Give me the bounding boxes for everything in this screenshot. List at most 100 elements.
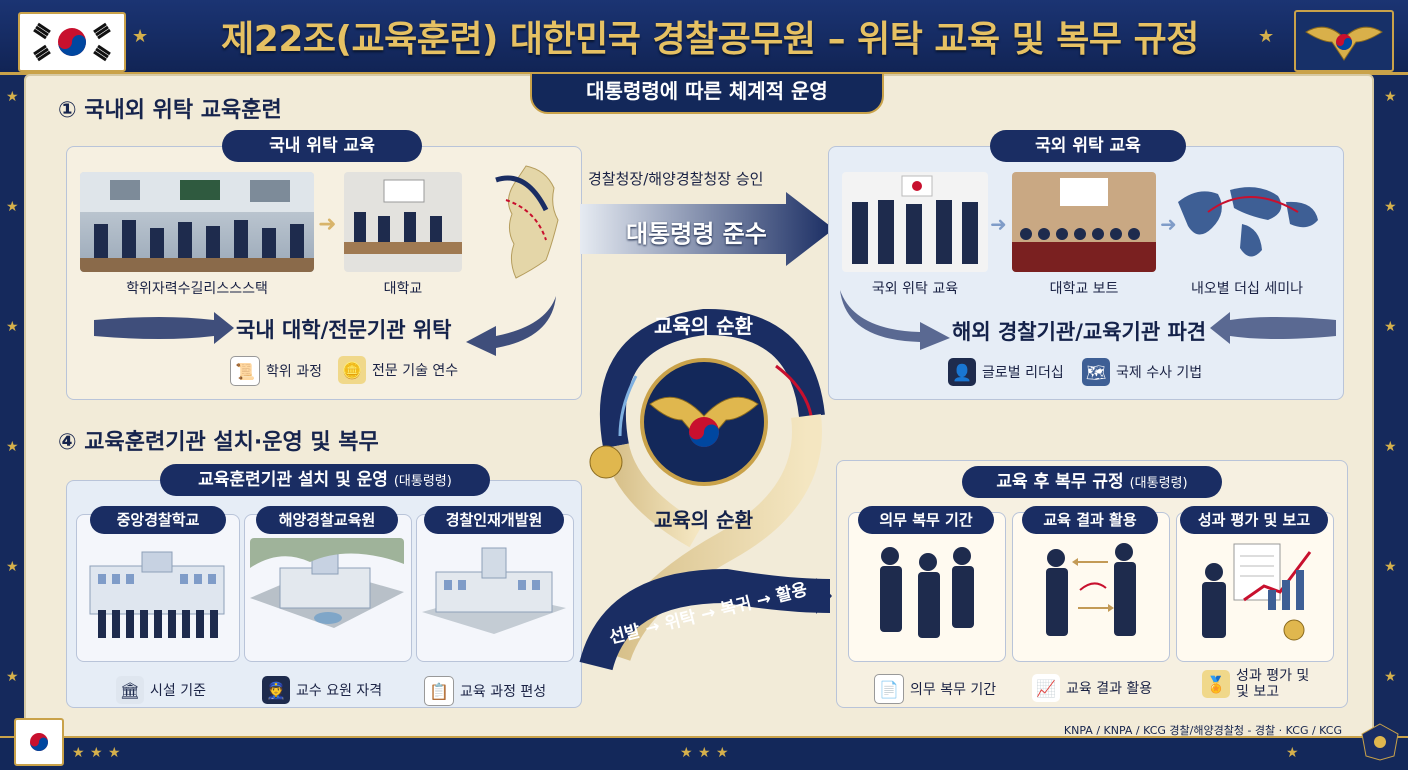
intl-investigation-label: 국제 수사 기법 (1116, 365, 1203, 381)
domestic-caption-1: 학위자력수길리스스스택 (126, 281, 268, 297)
star-icon: ★ (72, 745, 85, 761)
section1-heading: ① 국내외 위탁 교육훈련 (58, 98, 282, 123)
service-label-suffix: (대통령령) (1129, 476, 1188, 491)
tech-training-item: 🪙 전문 기술 연수 (338, 356, 458, 384)
arrow-right-icon: ➜ (318, 212, 337, 237)
facility-standard-label: 시설 기준 (150, 683, 206, 699)
police-emblem-icon (1294, 10, 1394, 72)
footer-emblem-icon (1358, 722, 1402, 762)
performance-report-item: 🏅 성과 평가 및 및 보고 (1202, 668, 1309, 700)
star-icon: ★ (6, 559, 19, 575)
trend-chart-icon: 📈 (1032, 674, 1060, 702)
decree-arrow-label: 대통령령 준수 (626, 220, 767, 248)
star-icon: ★ (1384, 199, 1397, 215)
institution-1-label: 중앙경찰학교 (90, 506, 226, 534)
certificate-icon: 📜 (230, 356, 260, 386)
curriculum-label: 교육 과정 편성 (460, 684, 547, 700)
lecture-hall-image (1012, 172, 1156, 272)
section4-heading: ④ 교육훈련기관 설치·운영 및 복무 (58, 430, 379, 455)
building-icon: 🏛 (116, 676, 144, 704)
result-usage-label: 교육 결과 활용 (1066, 681, 1153, 697)
person-icon: 👤 (948, 358, 976, 386)
institution-3-label: 경찰인재개발원 (424, 506, 564, 534)
instructor-qualification-label: 교수 요원 자격 (296, 683, 383, 699)
overseas-ribbon: 해외 경찰기관/교육기관 파견 (952, 320, 1207, 344)
star-icon: ★ (716, 745, 729, 761)
ribbon-arrow-right (466, 296, 556, 356)
ribbon-arrow-left (94, 312, 234, 344)
officers-duty-image (856, 538, 996, 648)
world-map-image (1168, 172, 1326, 272)
instructor-qualification-item: 👮 교수 요원 자격 (262, 676, 382, 704)
service-col-3-label: 성과 평가 및 보고 (1180, 506, 1328, 534)
footer-bar: ★ ★ ★ ★ ★ ★ ★ (0, 736, 1408, 770)
star-icon: ★ (6, 89, 19, 105)
police-hr-institute-image (422, 538, 566, 648)
star-icon: ★ (6, 439, 19, 455)
degree-course-label: 학위 과정 (266, 364, 322, 380)
star-icon: ★ (1286, 745, 1299, 761)
service-col-1-label: 의무 복무 기간 (858, 506, 994, 534)
star-icon: ★ (108, 745, 121, 761)
star-icon: ★ (698, 745, 711, 761)
result-usage-item: 📈 교육 결과 활용 (1032, 674, 1152, 702)
global-leadership-label: 글로벌 리더십 (982, 365, 1064, 381)
approval-text: 경찰청장/해양경찰청장 승인 (588, 170, 764, 188)
education-cycle-diagram (579, 308, 832, 671)
arrow-right-icon: ➜ (1160, 212, 1177, 236)
checklist-icon: 📋 (424, 676, 454, 706)
medal-icon: 🏅 (1202, 670, 1230, 698)
overseas-caption-1: 국외 위탁 교육 (871, 281, 959, 297)
star-icon: ★ (1258, 26, 1275, 47)
star-icon: ★ (1384, 669, 1397, 685)
korea-map-image (486, 160, 572, 290)
global-leadership-item: 👤 글로벌 리더십 (948, 358, 1064, 386)
star-icon: ★ (1384, 439, 1397, 455)
service-col-2-label: 교육 결과 활용 (1022, 506, 1158, 534)
handshake-image (842, 172, 988, 272)
star-icon: ★ (6, 319, 19, 335)
star-icon: ★ (680, 745, 693, 761)
star-icon: ★ (6, 669, 19, 685)
domestic-caption-2: 대학교 (383, 281, 423, 297)
install-label-text: 교육훈련기관 설치 및 운영 (198, 470, 388, 490)
training-room-image (80, 172, 314, 272)
service-label-text: 교육 후 복무 규정 (996, 472, 1124, 492)
cycle-mid-label: 교육의 순환 (654, 508, 753, 532)
coins-icon: 🪙 (338, 356, 366, 384)
star-icon: ★ (6, 199, 19, 215)
university-classroom-image (344, 172, 462, 272)
subtitle-banner: 대통령령에 따른 체계적 운영 (530, 72, 884, 114)
intl-investigation-item: 🗺 국제 수사 기법 (1082, 358, 1202, 386)
service-period-item: 📄 의무 복무 기간 (874, 674, 996, 704)
service-label: 교육 후 복무 규정 (대통령령) (962, 466, 1222, 498)
coast-guard-academy-image (250, 538, 404, 648)
korean-flag-icon (18, 12, 126, 72)
degree-course-item: 📜 학위 과정 (230, 356, 322, 386)
footer-flag-icon (14, 718, 64, 766)
install-label-suffix: (대통령령) (393, 474, 452, 489)
domestic-ribbon: 국내 대학/전문기관 위탁 (236, 318, 452, 342)
arrow-right-icon: ➜ (990, 212, 1007, 236)
star-icon: ★ (1384, 559, 1397, 575)
performance-report-label: 성과 평가 및 및 보고 (1236, 668, 1310, 700)
star-icon: ★ (1384, 319, 1397, 335)
star-icon: ★ (132, 26, 149, 47)
install-label: 교육훈련기관 설치 및 운영 (대통령령) (160, 464, 490, 496)
institution-2-label: 해양경찰교육원 (256, 506, 398, 534)
star-icon: ★ (1384, 89, 1397, 105)
service-card-2 (1012, 512, 1170, 662)
officers-discussion-image (1020, 538, 1160, 648)
facility-standard-item: 🏛 시설 기준 (116, 676, 206, 704)
footer-credit: KNPA / KNPA / KCG 경찰/해양경찰청 - 경찰 · KCG / … (1063, 724, 1342, 737)
domestic-label: 국내 위탁 교육 (222, 130, 422, 162)
ribbon-arrow-left (840, 290, 950, 350)
performance-review-image (1184, 538, 1324, 648)
map-icon: 🗺 (1082, 358, 1110, 386)
overseas-caption-2: 대학교 보트 (1049, 281, 1119, 297)
overseas-label: 국외 위탁 교육 (990, 130, 1186, 162)
ribbon-arrow-right (1210, 312, 1336, 344)
instructor-icon: 👮 (262, 676, 290, 704)
cycle-top-label: 교육의 순환 (654, 314, 753, 338)
decree-arrow (580, 192, 834, 266)
